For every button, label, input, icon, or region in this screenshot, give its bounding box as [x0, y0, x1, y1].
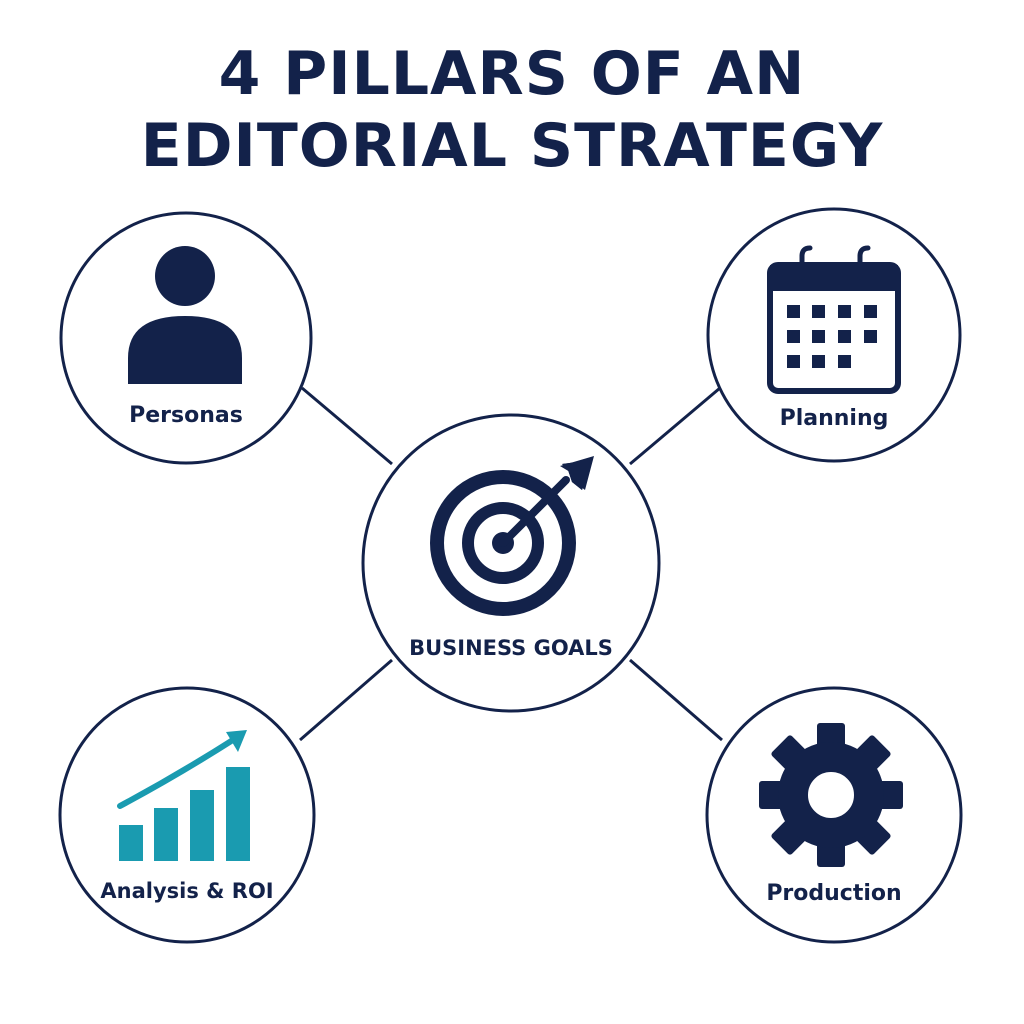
bar-chart-growth-icon: [117, 730, 250, 861]
connectors: [299, 386, 723, 742]
gear-icon: [759, 723, 903, 867]
center-label: BUSINESS GOALS: [409, 636, 613, 660]
analysis-label: Analysis & ROI: [100, 879, 273, 903]
production-label: Production: [766, 881, 901, 906]
person-icon: [128, 246, 242, 384]
connector-analysis: [299, 658, 393, 742]
pillar-analysis: Analysis & ROI: [58, 686, 316, 944]
production-circle: [705, 686, 963, 944]
calendar-icon: [767, 245, 901, 394]
title-line-2: EDITORIAL STRATEGY: [140, 111, 884, 181]
connector-planning: [629, 386, 721, 466]
center-node: BUSINESS GOALS: [361, 413, 661, 713]
analysis-circle: [58, 686, 316, 944]
title-line-1: 4 PILLARS OF AN: [218, 39, 806, 109]
planning-label: Planning: [780, 406, 889, 431]
pillar-personas: Personas: [59, 211, 313, 465]
center-circle: [361, 413, 661, 713]
target-with-arrow-icon: [430, 456, 594, 616]
connector-production: [629, 658, 723, 742]
connector-personas: [301, 386, 393, 466]
personas-label: Personas: [129, 403, 243, 428]
diagram-title: 4 PILLARS OF AN EDITORIAL STRATEGY: [0, 38, 1024, 182]
pillar-production: Production: [705, 686, 963, 944]
pillar-planning: Planning: [706, 207, 962, 463]
